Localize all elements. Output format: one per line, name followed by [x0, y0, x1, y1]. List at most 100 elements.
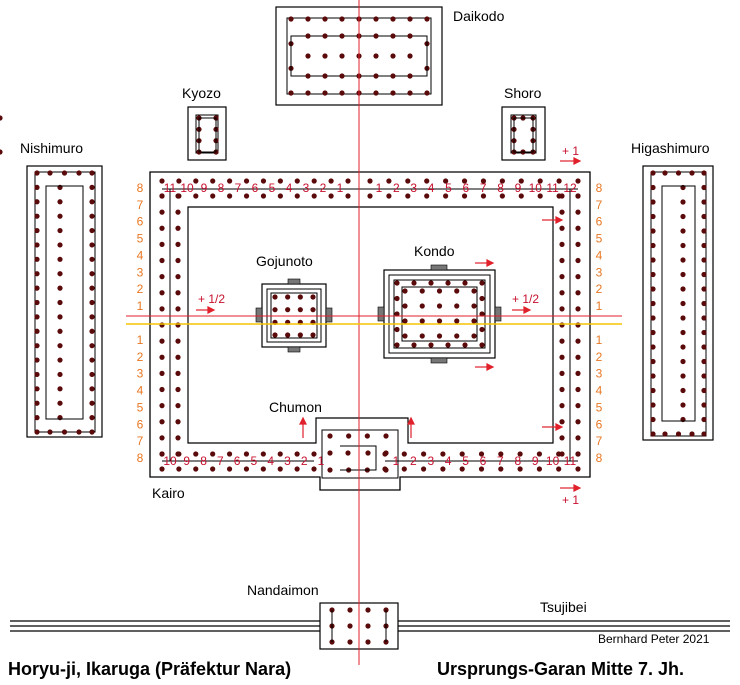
column-post	[498, 466, 504, 472]
column-post	[386, 193, 392, 199]
column-post	[0, 149, 3, 155]
label-daikodo: Daikodo	[453, 8, 505, 24]
footer-left-title: Horyu-ji, Ikaruga (Präfektur Nara)	[8, 659, 291, 679]
column-post	[226, 466, 233, 472]
bay-number: 9	[532, 454, 539, 468]
column-post	[650, 257, 656, 263]
footer-right-title: Ursprungs-Garan Mitte 7. Jh.	[437, 659, 684, 679]
column-post	[57, 371, 63, 378]
column-post	[650, 329, 656, 336]
column-post	[346, 433, 352, 439]
column-post	[159, 354, 165, 360]
column-post	[345, 450, 351, 456]
column-post	[328, 193, 334, 199]
column-post	[575, 466, 581, 472]
column-post	[57, 357, 63, 363]
wall-line	[661, 185, 696, 422]
column-post	[272, 307, 278, 313]
column-post	[650, 242, 656, 249]
column-post	[445, 342, 451, 348]
column-post	[411, 342, 417, 348]
column-post	[373, 73, 379, 79]
column-post	[536, 466, 543, 472]
column-post	[436, 288, 443, 294]
column-post	[575, 257, 581, 264]
column-post	[175, 354, 181, 360]
column-post	[57, 400, 63, 406]
column-post	[57, 386, 63, 392]
column-post	[294, 466, 300, 472]
column-post	[518, 178, 524, 184]
column-post	[159, 257, 165, 264]
column-post	[662, 431, 668, 437]
column-post	[575, 403, 581, 409]
column-post	[402, 318, 408, 324]
column-post	[89, 371, 95, 378]
column-post	[277, 451, 283, 457]
column-post	[322, 16, 328, 22]
column-post	[701, 213, 707, 220]
bay-number: 9	[201, 181, 208, 195]
bay-number: 2	[410, 454, 417, 468]
column-post	[61, 170, 68, 176]
column-post	[159, 290, 165, 296]
column-post	[365, 607, 371, 613]
column-post	[461, 178, 468, 184]
column-post	[436, 318, 443, 324]
column-post	[556, 466, 562, 472]
column-post	[701, 271, 707, 278]
column-post	[272, 294, 278, 300]
bay-number: 9	[515, 181, 522, 195]
column-post	[89, 227, 95, 234]
column-post	[479, 342, 485, 348]
column-post	[390, 16, 396, 22]
column-post	[390, 73, 396, 79]
column-post	[0, 115, 3, 121]
column-post	[159, 306, 165, 312]
column-post	[471, 288, 477, 294]
column-post	[243, 193, 250, 199]
bay-number: 4	[428, 181, 435, 195]
column-post	[89, 285, 95, 291]
bay-number: 5	[596, 400, 603, 414]
column-post	[322, 73, 328, 79]
column-post	[159, 209, 165, 215]
column-post	[680, 373, 686, 379]
bay-number: 1	[596, 299, 603, 313]
column-post	[650, 373, 656, 379]
column-post	[175, 322, 181, 328]
column-post	[701, 329, 707, 336]
column-post	[575, 274, 581, 280]
annotation-half-right: + 1/2	[512, 292, 539, 306]
column-post	[445, 280, 451, 286]
column-post	[89, 415, 95, 421]
column-post	[575, 306, 581, 312]
kondo-hall	[377, 264, 502, 364]
column-post	[226, 451, 233, 457]
column-post	[175, 403, 181, 409]
column-post	[57, 328, 63, 334]
column-post	[34, 328, 40, 334]
column-post	[428, 280, 434, 286]
bay-number: 7	[137, 434, 144, 448]
column-post	[322, 90, 328, 96]
bay-number: 4	[267, 454, 274, 468]
column-post	[310, 294, 316, 300]
bay-number: 3	[596, 367, 603, 381]
column-post	[89, 199, 95, 205]
column-post	[57, 213, 63, 219]
column-post	[57, 271, 63, 277]
column-post	[159, 274, 165, 280]
column-post	[159, 370, 165, 376]
bay-number: 2	[137, 350, 144, 364]
column-post	[650, 184, 656, 191]
column-post	[650, 315, 656, 321]
column-post	[575, 419, 581, 425]
column-post	[454, 303, 460, 309]
column-post	[479, 280, 485, 286]
wall-line	[340, 445, 377, 471]
column-post	[480, 193, 487, 199]
column-post	[390, 33, 396, 39]
